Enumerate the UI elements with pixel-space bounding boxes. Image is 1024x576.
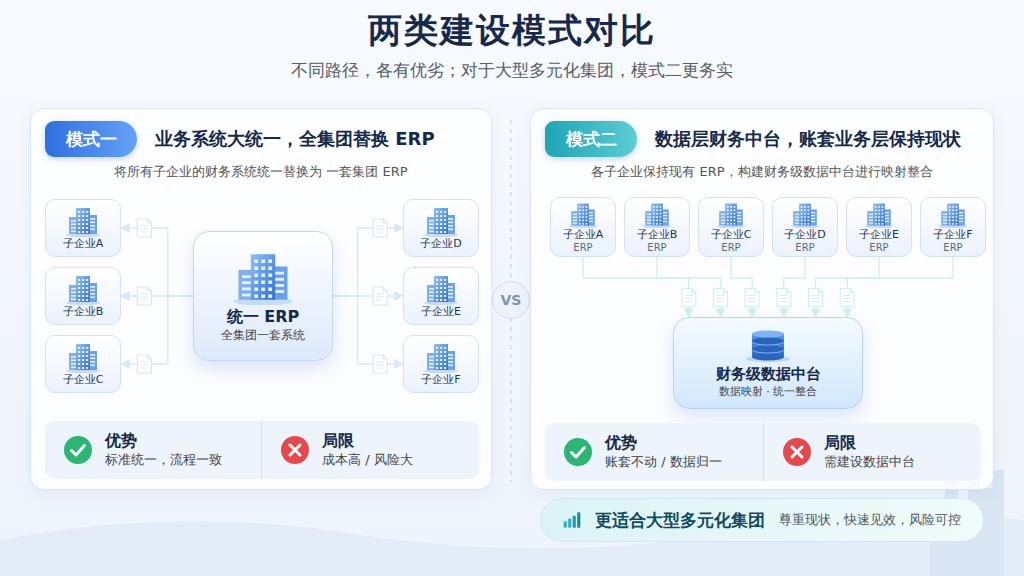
node-label: 模式一 — [66, 128, 117, 151]
advantage-card: 优势标准统一，流程一致 — [45, 421, 261, 479]
advantage-card: 优势账套不动 / 数据归一 — [545, 423, 763, 481]
node-sublabel: ERP — [573, 242, 592, 254]
card-text-column: 局限成本高 / 风险大 — [322, 431, 413, 469]
node-label: 子企业E — [421, 305, 461, 319]
card-text-column: 优势账套不动 / 数据归一 — [605, 433, 722, 471]
subsidiary-box: 子企业FERP — [920, 197, 986, 257]
node-label: 子企业A — [63, 237, 104, 251]
node-label: 子企业F — [421, 373, 460, 387]
node-label: 子企业E — [859, 228, 899, 242]
subsidiary-box: 子企业AERP — [550, 197, 616, 257]
node-sublabel: 全集团一套系统 — [221, 327, 305, 343]
node-sublabel: 成本高 / 风险大 — [322, 451, 413, 469]
building-icon — [566, 201, 600, 228]
page-header: 两类建设模式对比不同路径，各有优劣；对于大型多元化集团，模式二更务实 — [0, 8, 1024, 82]
node-sublabel: 账套不动 / 数据归一 — [605, 453, 722, 471]
limitation-card: 局限成本高 / 风险大 — [261, 421, 479, 479]
building-icon — [421, 273, 461, 305]
conclusion-banner: 更适合大型多元化集团尊重现状，快速见效，风险可控 — [540, 498, 984, 542]
building-icon — [63, 341, 103, 373]
mode-panel: 业务系统大统一，全集团替换 ERP 将所有子企业的财务系统统一替换为 一套集团 E… — [30, 108, 492, 490]
subsidiary-box: 子企业B — [45, 267, 121, 325]
node-label: 统一 ERP — [227, 307, 300, 327]
page-title: 两类建设模式对比 — [0, 8, 1024, 52]
node-label: 子企业B — [637, 228, 678, 242]
subsidiary-box: 子企业EERP — [846, 197, 912, 257]
mode-badge: 模式一 — [45, 121, 137, 157]
node-sublabel: 标准统一，流程一致 — [105, 451, 222, 469]
node-sublabel: ERP — [795, 242, 814, 254]
check-icon — [563, 437, 593, 467]
node-label: 子企业B — [63, 305, 104, 319]
subsidiary-box: 子企业E — [403, 267, 479, 325]
panel-heading: 业务系统大统一，全集团替换 ERP — [155, 109, 491, 151]
database-icon — [743, 328, 793, 362]
node-sublabel: 需建设数据中台 — [824, 453, 915, 471]
node-label: 局限 — [322, 431, 413, 451]
building-icon — [936, 201, 970, 228]
node-sublabel: ERP — [869, 242, 888, 254]
node-label: 子企业D — [420, 237, 461, 251]
subsidiary-box: 子企业CERP — [698, 197, 764, 257]
building-icon — [421, 205, 461, 237]
node-label: 子企业C — [711, 228, 752, 242]
node-sublabel: ERP — [943, 242, 962, 254]
cross-icon — [782, 437, 812, 467]
node-label: 子企业F — [933, 228, 972, 242]
subsidiary-box: 子企业A — [45, 199, 121, 257]
panel-description: 将所有子企业的财务系统统一替换为 一套集团 ERP — [31, 163, 491, 181]
vs-circle: VS — [492, 281, 530, 319]
subsidiary-box: 子企业F — [403, 335, 479, 393]
node-label: 局限 — [824, 433, 915, 453]
node-label: 子企业C — [63, 373, 104, 387]
node-sublabel: 尊重现状，快速见效，风险可控 — [779, 511, 961, 529]
panel-heading: 数据层财务中台，账套业务层保持现状 — [655, 109, 993, 151]
card-text-column: 优势标准统一，流程一致 — [105, 431, 222, 469]
card-text-column: 局限需建设数据中台 — [824, 433, 915, 471]
node-label: 优势 — [605, 433, 722, 453]
node-label: VS — [501, 292, 522, 308]
node-label: 更适合大型多元化集团 — [595, 509, 765, 532]
node-label: 子企业A — [563, 228, 604, 242]
subsidiary-box: 子企业BERP — [624, 197, 690, 257]
subsidiary-box: 子企业D — [403, 199, 479, 257]
building-icon — [788, 201, 822, 228]
building-icon — [63, 273, 103, 305]
limitation-card: 局限需建设数据中台 — [763, 423, 981, 481]
subsidiary-box: 子企业C — [45, 335, 121, 393]
data-hub-platform: 财务级数据中台数据映射 · 统一整合 — [673, 317, 863, 409]
building-icon — [228, 249, 298, 305]
mode-badge: 模式二 — [545, 121, 637, 157]
subsidiary-box: 子企业DERP — [772, 197, 838, 257]
building-icon — [640, 201, 674, 228]
node-label: 财务级数据中台 — [716, 364, 821, 384]
node-label: 模式二 — [566, 128, 617, 151]
erp-platform: 统一 ERP全集团一套系统 — [193, 231, 333, 361]
node-sublabel: ERP — [721, 242, 740, 254]
building-icon — [421, 341, 461, 373]
mode-panel: 数据层财务中台，账套业务层保持现状各子企业保持现有 ERP，构建财务级数据中台进… — [530, 108, 994, 490]
building-icon — [63, 205, 103, 237]
node-label: 优势 — [105, 431, 222, 451]
node-sublabel: ERP — [647, 242, 666, 254]
building-icon — [714, 201, 748, 228]
subtitle: 不同路径，各有优劣；对于大型多元化集团，模式二更务实 — [0, 58, 1024, 82]
building-icon — [862, 201, 896, 228]
node-sublabel: 数据映射 · 统一整合 — [719, 384, 818, 399]
check-icon — [63, 435, 93, 465]
cross-icon — [280, 435, 310, 465]
bar-chart-icon — [563, 508, 581, 532]
node-label: 子企业D — [784, 228, 825, 242]
panel-description: 各子企业保持现有 ERP，构建财务级数据中台进行映射整合 — [531, 163, 993, 181]
